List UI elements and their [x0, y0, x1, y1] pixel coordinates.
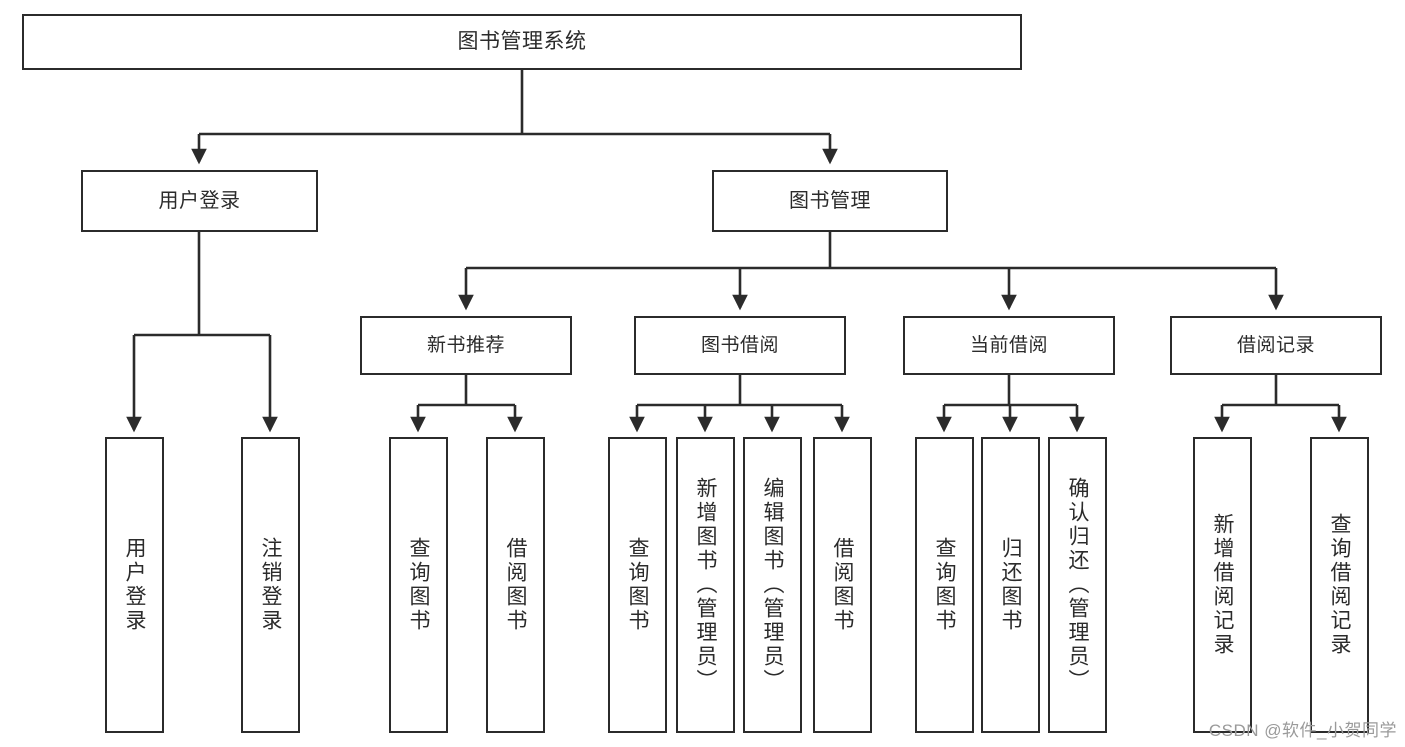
node-book-borrow-label: 图书借阅 [700, 334, 779, 356]
leaf-user-login[interactable]: 用户登录 [105, 437, 164, 733]
node-book-management-label: 图书管理 [789, 189, 871, 212]
watermark-text: CSDN @软件_小贺同学 [1208, 721, 1397, 740]
node-book-management[interactable]: 图书管理 [712, 170, 948, 232]
leaf-add-record[interactable]: 新增借阅记录 [1193, 437, 1252, 733]
node-user-login[interactable]: 用户登录 [81, 170, 318, 232]
leaf-add-book[interactable]: 新增图书（管理员） [676, 437, 735, 733]
leaf-query-record-label: 查询借阅记录 [1328, 513, 1351, 657]
node-borrow-record-label: 借阅记录 [1236, 334, 1315, 356]
node-borrow-record[interactable]: 借阅记录 [1170, 316, 1382, 375]
leaf-logout-label: 注销登录 [259, 537, 282, 633]
node-root[interactable]: 图书管理系统 [22, 14, 1022, 70]
leaf-confirm-return-label: 确认归还（管理员） [1066, 477, 1089, 693]
leaf-query-book-1[interactable]: 查询图书 [389, 437, 448, 733]
leaf-logout[interactable]: 注销登录 [241, 437, 300, 733]
leaf-query-record[interactable]: 查询借阅记录 [1310, 437, 1369, 733]
leaf-borrow-book-1-label: 借阅图书 [504, 537, 527, 633]
leaf-query-book-2[interactable]: 查询图书 [608, 437, 667, 733]
leaf-edit-book-label: 编辑图书（管理员） [761, 477, 784, 693]
leaf-return-book-label: 归还图书 [999, 537, 1022, 633]
leaf-confirm-return[interactable]: 确认归还（管理员） [1048, 437, 1107, 733]
leaf-borrow-book-2-label: 借阅图书 [831, 537, 854, 633]
leaf-add-record-label: 新增借阅记录 [1211, 513, 1234, 657]
node-new-book-recommend[interactable]: 新书推荐 [360, 316, 572, 375]
leaf-borrow-book-2[interactable]: 借阅图书 [813, 437, 872, 733]
leaf-return-book[interactable]: 归还图书 [981, 437, 1040, 733]
node-current-borrow[interactable]: 当前借阅 [903, 316, 1115, 375]
leaf-query-book-3[interactable]: 查询图书 [915, 437, 974, 733]
leaf-query-book-1-label: 查询图书 [407, 537, 430, 633]
node-new-book-recommend-label: 新书推荐 [426, 334, 505, 356]
leaf-user-login-label: 用户登录 [123, 537, 146, 633]
node-root-label: 图书管理系统 [457, 29, 587, 53]
leaf-edit-book[interactable]: 编辑图书（管理员） [743, 437, 802, 733]
leaf-query-book-3-label: 查询图书 [933, 537, 956, 633]
node-user-login-label: 用户登录 [158, 189, 241, 212]
node-current-borrow-label: 当前借阅 [969, 334, 1048, 356]
leaf-query-book-2-label: 查询图书 [626, 537, 649, 633]
node-book-borrow[interactable]: 图书借阅 [634, 316, 846, 375]
leaf-add-book-label: 新增图书（管理员） [694, 477, 717, 693]
leaf-borrow-book-1[interactable]: 借阅图书 [486, 437, 545, 733]
